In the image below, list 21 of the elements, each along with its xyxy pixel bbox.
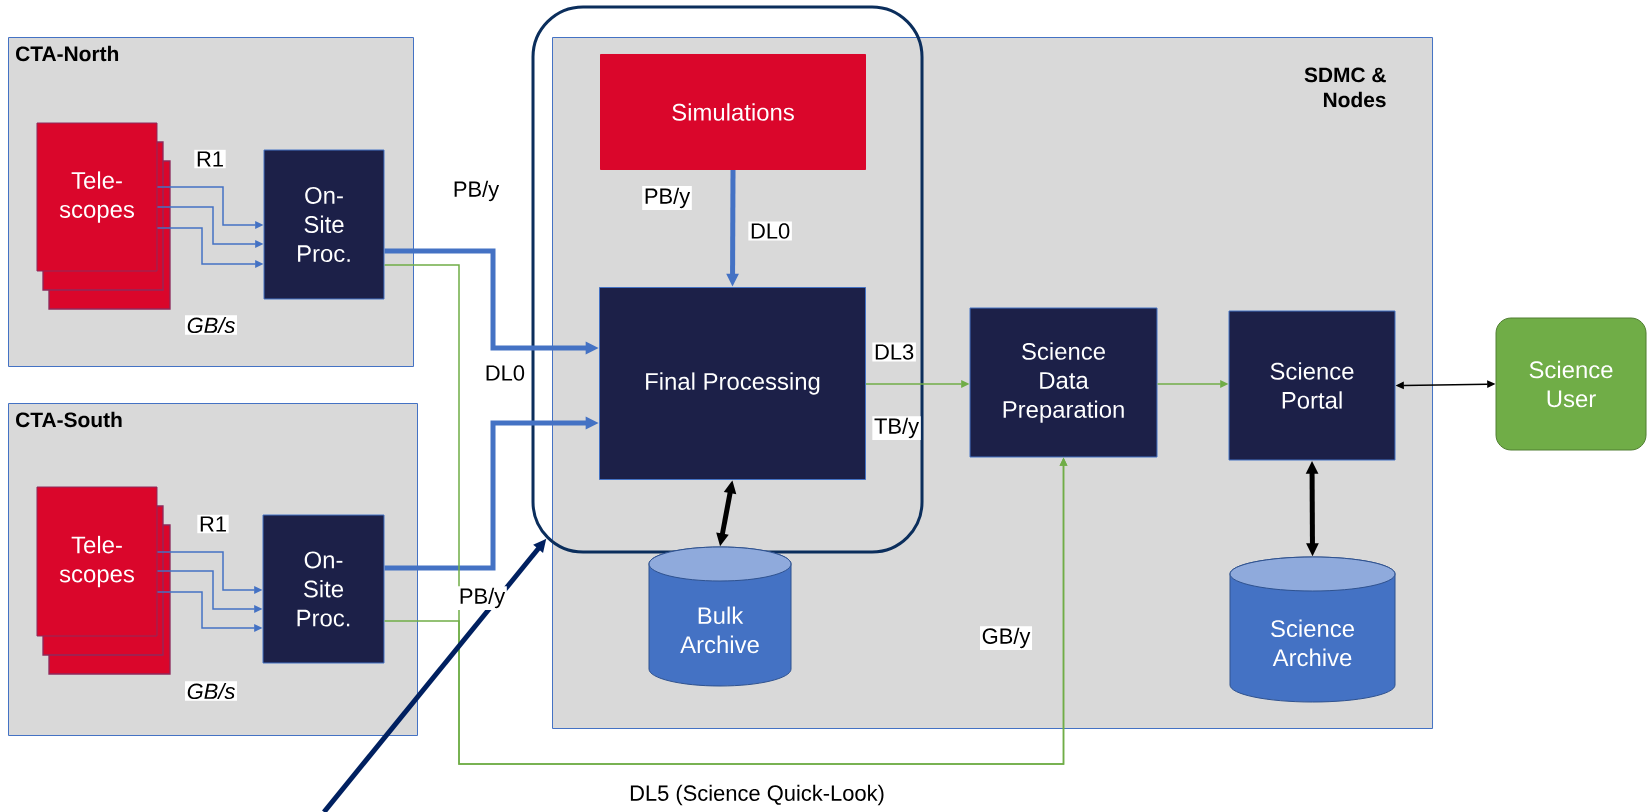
flow-label: PB/y [457,586,507,610]
telescope-stack: Tele- scopes [36,486,171,675]
flow-label: TB/y [872,416,921,440]
database-cylinder: Science Archive [1229,556,1396,703]
telescope-stack: Tele- scopes [36,122,171,310]
process-box: On- Site Proc. [262,514,385,664]
flow-label: GB/s [185,315,237,335]
process-box: Final Processing [599,287,866,480]
highlight-outline [531,5,924,554]
flow-label: PB/y [642,186,692,210]
flow-label: DL0 [483,363,527,383]
flow-label: DL5 (Science Quick-Look) [627,783,887,807]
flow-label: GB/y [980,626,1033,650]
database-cylinder: Bulk Archive [648,546,792,687]
process-box: On- Site Proc. [263,149,385,300]
process-box: Science Data Preparation [969,307,1158,458]
process-box: Science Portal [1228,310,1396,461]
flow-label: GB/s [185,681,237,701]
flow-label: PB/y [451,179,501,203]
process-box: Simulations [600,54,866,170]
user-box: Science User [1495,317,1647,451]
